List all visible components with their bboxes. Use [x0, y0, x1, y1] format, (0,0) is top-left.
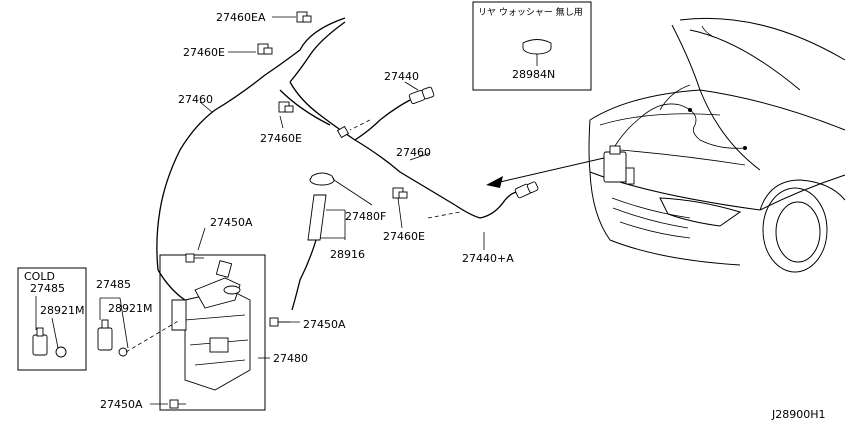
- label-27440A: 27440+A: [462, 252, 514, 265]
- label-27450A-a: 27450A: [210, 216, 253, 229]
- clip-27460E-b: [278, 101, 294, 113]
- label-27485-a: 27485: [30, 282, 65, 295]
- clip-27460EA: [296, 11, 312, 23]
- label-27460-a: 27460: [178, 93, 213, 106]
- clip-27460E-a: [257, 43, 273, 55]
- label-28916: 28916: [330, 248, 365, 261]
- part-labels: 27460EA 27460E 27460 27460E 27440 27460 …: [30, 11, 826, 421]
- label-28921M-a: 28921M: [40, 304, 84, 317]
- clip-27460E-c: [392, 187, 408, 199]
- label-27480: 27480: [273, 352, 308, 365]
- hose-routing: [156, 11, 539, 271]
- label-27450A-c: 27450A: [100, 398, 143, 411]
- bolt-27450A-c: [169, 399, 186, 409]
- nozzle-27440: [408, 86, 435, 104]
- label-28921M-b: 28921M: [108, 302, 152, 315]
- label-27460-b: 27460: [396, 146, 431, 159]
- label-27460E-b: 27460E: [260, 132, 302, 145]
- filler-pipe: [291, 172, 373, 311]
- label-27460E-c: 27460E: [383, 230, 425, 243]
- label-27450A-b: 27450A: [303, 318, 346, 331]
- label-27460E-a: 27460E: [183, 46, 225, 59]
- bolt-27450A-a: [185, 253, 204, 263]
- label-27485-b: 27485: [96, 278, 131, 291]
- label-28984N: 28984N: [512, 68, 555, 81]
- label-27460EA: 27460EA: [216, 11, 266, 24]
- nozzle-27440A: [514, 181, 539, 199]
- label-27440: 27440: [384, 70, 419, 83]
- rear-washer-box: リヤ ウォッシャー 無し用 28984N: [472, 1, 592, 91]
- reservoir-tank: [157, 253, 290, 411]
- label-27480F: 27480F: [345, 210, 386, 223]
- washer-pump: [97, 297, 181, 357]
- leader-lines: [150, 16, 485, 405]
- car-illustration: [486, 17, 846, 273]
- diagram-id: J28900H1: [771, 408, 826, 421]
- cold-title: COLD: [24, 270, 55, 283]
- rear-box-note: リヤ ウォッシャー 無し用: [478, 6, 583, 18]
- cold-box: COLD: [17, 267, 87, 371]
